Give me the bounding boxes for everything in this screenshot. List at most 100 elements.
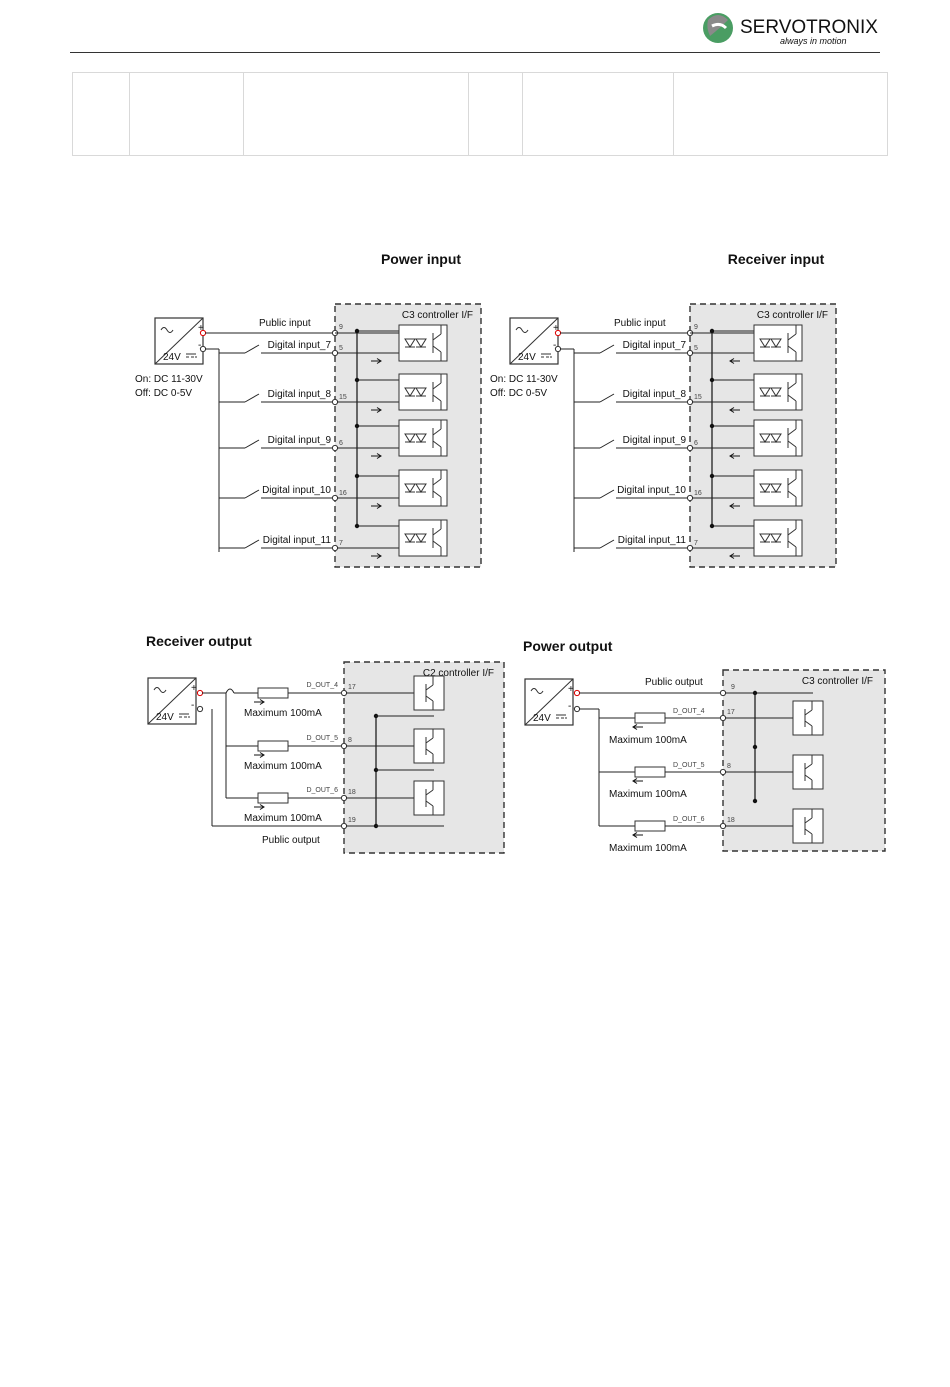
- junction-dot: [709, 523, 715, 529]
- diagram-title: Receiver input: [728, 251, 825, 267]
- switch-contact-icon: [244, 393, 260, 403]
- transistor-box: [413, 675, 445, 711]
- resistor-icon: [634, 820, 666, 832]
- terminal: [719, 822, 727, 830]
- controller-interface-label: C2 controller I/F: [423, 668, 494, 679]
- opto-diode: [770, 483, 782, 493]
- opto-diode: [759, 387, 771, 397]
- pin-number: 19: [348, 817, 356, 824]
- current-arrow-icon: [371, 553, 382, 559]
- optocoupler-icon: [398, 373, 448, 411]
- minus-sign: -: [568, 701, 571, 712]
- power-supply-icon: 24V + -: [509, 317, 559, 365]
- terminal: [686, 544, 694, 552]
- transistor-symbol: [804, 755, 813, 789]
- junction-dot: [354, 523, 360, 529]
- pin-number: 8: [727, 763, 731, 770]
- table-cell: [522, 72, 674, 156]
- terminal: [573, 705, 581, 713]
- terminal: [554, 329, 562, 337]
- digital-input-label: Digital input_8: [268, 389, 332, 400]
- pin-number: 18: [727, 817, 735, 824]
- public-input-label: Public input: [259, 318, 311, 329]
- on-voltage-label: On: DC 11-30V: [490, 374, 558, 385]
- junction-dot: [752, 798, 758, 804]
- minus-sign: -: [553, 340, 556, 351]
- off-voltage-label: Off: DC 0-5V: [135, 388, 192, 399]
- optocoupler-icon: [753, 373, 803, 411]
- max-current-label: Maximum 100mA: [244, 813, 322, 824]
- diagram-title: Power input: [381, 251, 461, 267]
- junction-dot: [354, 377, 360, 383]
- current-arrow-icon: [254, 804, 265, 810]
- on-voltage-label: On: DC 11-30V: [135, 374, 203, 385]
- opto-transistor: [432, 420, 442, 456]
- controller-interface-label: C3 controller I/F: [802, 676, 873, 687]
- pin-number: 6: [339, 440, 343, 447]
- transistor-box: [792, 808, 824, 844]
- optocoupler-icon: [398, 519, 448, 557]
- terminal: [331, 494, 339, 502]
- switch-contact-icon: [599, 539, 615, 549]
- pin-number: 6: [694, 440, 698, 447]
- digital-input-label: Digital input_11: [263, 535, 332, 546]
- terminal: [340, 794, 348, 802]
- plus-sign: +: [198, 323, 204, 334]
- terminal: [554, 345, 562, 353]
- opto-transistor: [787, 325, 797, 361]
- terminal: [719, 714, 727, 722]
- opto-transistor: [432, 325, 442, 361]
- pin-number: 16: [339, 490, 347, 497]
- ac-symbol-icon: [160, 327, 174, 333]
- plus-sign: +: [553, 323, 559, 334]
- power-supply-icon: 24V+-: [147, 677, 197, 725]
- ac-symbol-icon: [515, 327, 529, 333]
- output-signal-label: D_OUT_4: [306, 682, 338, 689]
- opto-diode: [759, 533, 771, 543]
- current-arrow-icon: [371, 503, 382, 509]
- current-arrow-icon: [729, 358, 740, 364]
- digital-input-label: Digital input_11: [618, 535, 687, 546]
- supply-diagonal: [524, 678, 574, 726]
- junction-dot: [709, 377, 715, 383]
- diagram-title: Receiver output: [146, 633, 252, 649]
- terminal: [199, 345, 207, 353]
- junction-dot: [752, 690, 758, 696]
- terminal: [340, 742, 348, 750]
- minus-sign: -: [198, 340, 201, 351]
- output-signal-label: D_OUT_5: [306, 735, 338, 742]
- transistor-box: [792, 700, 824, 736]
- switch-contact-icon: [244, 539, 260, 549]
- max-current-label: Maximum 100mA: [244, 708, 322, 719]
- opto-diode: [404, 433, 416, 443]
- minus-sign: -: [191, 700, 194, 711]
- opto-transistor: [432, 470, 442, 506]
- opto-diode: [404, 338, 416, 348]
- terminal: [196, 705, 204, 713]
- opto-transistor: [787, 520, 797, 556]
- switch-contact-icon: [244, 489, 260, 499]
- output-transistor-icon: [792, 808, 824, 844]
- output-transistor-icon: [792, 754, 824, 790]
- junction-dot: [354, 423, 360, 429]
- pin-number: 8: [348, 737, 352, 744]
- logo-mark-icon: [703, 13, 733, 43]
- plus-sign: +: [191, 683, 197, 694]
- wire-crossover: [225, 688, 235, 694]
- current-arrow-icon: [729, 503, 740, 509]
- resistor-icon: [634, 712, 666, 724]
- pin-number: 16: [694, 490, 702, 497]
- plus-sign: +: [568, 684, 574, 695]
- dc-symbol-icon: [179, 713, 190, 718]
- supply-voltage-label: 24V: [518, 352, 536, 363]
- terminal: [196, 689, 204, 697]
- pin-number: 7: [694, 540, 698, 547]
- current-arrow-icon: [729, 453, 740, 459]
- pin-number: 17: [727, 709, 735, 716]
- current-arrow-icon: [729, 407, 740, 413]
- optocoupler-icon: [398, 419, 448, 457]
- pin-number: 17: [348, 684, 356, 691]
- ac-symbol-icon: [530, 688, 544, 694]
